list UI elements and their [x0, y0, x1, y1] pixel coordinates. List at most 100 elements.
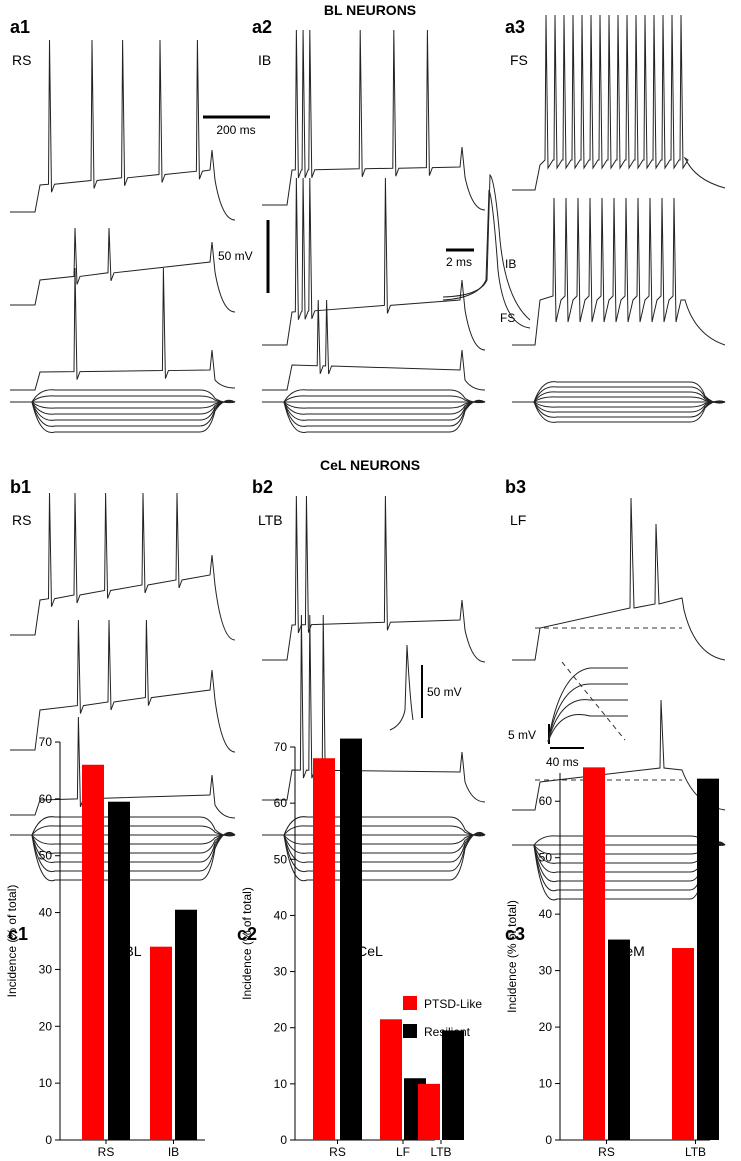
- panel-label-a3: a3: [505, 17, 525, 37]
- voltage-trace: [547, 699, 628, 743]
- x-tick-label: RS: [98, 1145, 115, 1159]
- inset-label-ib: IB: [505, 257, 516, 271]
- cell-type-b1: RS: [12, 512, 31, 528]
- bar-ptsd: [418, 1083, 440, 1140]
- voltage-trace: [547, 683, 628, 743]
- y-tick-label: 50: [539, 851, 553, 865]
- bar-ptsd: [82, 764, 104, 1140]
- y-tick-label: 70: [274, 740, 288, 754]
- voltage-trace: [512, 197, 726, 346]
- voltage-trace: [389, 644, 414, 731]
- voltage-trace: [10, 400, 236, 421]
- x-tick-label: RS: [329, 1145, 346, 1159]
- y-tick-label: 60: [39, 792, 53, 806]
- y-tick-label: 40: [274, 908, 288, 922]
- bar-ptsd: [150, 946, 172, 1140]
- bar-resilient: [108, 801, 130, 1140]
- legend-label-resilient: Resilient: [424, 1025, 471, 1039]
- panel-label-b2: b2: [252, 477, 273, 497]
- y-tick-label: 70: [39, 735, 53, 749]
- y-tick-label: 20: [39, 1019, 53, 1033]
- y-tick-label: 0: [280, 1133, 287, 1147]
- bar-resilient: [697, 778, 719, 1140]
- inset-scalebar-time-cel-label: 40 ms: [546, 755, 579, 769]
- voltage-trace: [10, 227, 236, 313]
- scalebar-voltage-label: 50 mV: [218, 249, 253, 263]
- scalebar-voltage-cel-label: 50 mV: [427, 685, 462, 699]
- panel-label-b3: b3: [505, 477, 526, 497]
- cell-type-a2: IB: [258, 52, 271, 68]
- y-tick-label: 0: [545, 1133, 552, 1147]
- voltage-trace: [10, 619, 236, 753]
- section-title-cel: CeL NEURONS: [320, 457, 420, 473]
- y-tick-label: 40: [39, 906, 53, 920]
- inset-label-fs: FS: [500, 311, 515, 325]
- inset-scalebar-voltage-label: 5 mV: [508, 728, 536, 742]
- y-tick-label: 40: [539, 907, 553, 921]
- y-tick-label: 50: [274, 852, 288, 866]
- voltage-trace: [262, 399, 486, 434]
- voltage-trace: [262, 401, 486, 409]
- y-axis-label: Incidence (% of total): [5, 885, 19, 998]
- bar-ptsd: [380, 1019, 402, 1140]
- cell-type-a3: FS: [510, 52, 528, 68]
- voltage-trace: [512, 401, 726, 408]
- voltage-trace: [10, 399, 236, 434]
- y-tick-label: 20: [274, 1021, 288, 1035]
- voltage-trace: [547, 714, 628, 743]
- voltage-trace: [512, 396, 726, 403]
- y-tick-label: 10: [274, 1077, 288, 1091]
- y-tick-label: 10: [39, 1076, 53, 1090]
- panel-label-a1: a1: [10, 17, 30, 37]
- voltage-trace: [262, 395, 486, 403]
- x-tick-label: LTB: [685, 1145, 706, 1159]
- bar-resilient: [442, 1030, 464, 1140]
- y-tick-label: 0: [45, 1133, 52, 1147]
- voltage-trace: [512, 400, 726, 423]
- panel-label-c1: c1: [8, 924, 28, 944]
- chart-title: CeL: [357, 943, 383, 959]
- voltage-trace: [10, 39, 236, 221]
- legend-swatch-resilient: [403, 1024, 417, 1038]
- y-tick-label: 10: [539, 1077, 553, 1091]
- voltage-trace: [262, 177, 486, 351]
- cell-type-b3: LF: [510, 512, 526, 528]
- panel-label-b1: b1: [10, 477, 31, 497]
- x-tick-label: LF: [396, 1145, 410, 1159]
- bar-resilient: [608, 939, 630, 1140]
- y-tick-label: 30: [274, 965, 288, 979]
- y-tick-label: 20: [539, 1020, 553, 1034]
- voltage-trace: [547, 667, 628, 743]
- voltage-trace: [512, 835, 726, 847]
- bar-ptsd: [672, 948, 694, 1140]
- electrophysiology-traces: [10, 14, 726, 901]
- inset-scalebar-time-label: 2 ms: [446, 255, 472, 269]
- cell-type-b2: LTB: [258, 512, 283, 528]
- voltage-trace: [262, 831, 486, 882]
- bar-resilient: [340, 738, 362, 1140]
- voltage-trace: [512, 841, 726, 892]
- section-title-bl: BL NEURONS: [324, 2, 416, 18]
- voltage-trace: [10, 716, 236, 819]
- panel-label-a2: a2: [252, 17, 272, 37]
- chart-title: CeM: [615, 943, 645, 959]
- voltage-trace: [10, 267, 236, 391]
- voltage-trace: [262, 400, 486, 421]
- x-tick-label: RS: [598, 1145, 615, 1159]
- y-axis-label: Incidence (% of total): [240, 887, 254, 1000]
- scalebar-time-label: 200 ms: [216, 123, 255, 137]
- voltage-trace: [10, 831, 236, 882]
- legend-swatch-ptsd: [403, 996, 417, 1010]
- voltage-trace: [262, 299, 486, 391]
- legend-label-ptsd: PTSD-Like: [424, 997, 482, 1011]
- panel-label-c3: c3: [505, 924, 525, 944]
- voltage-trace: [10, 492, 236, 641]
- bar-ptsd: [583, 767, 605, 1140]
- voltage-trace: [512, 400, 726, 418]
- voltage-trace: [442, 189, 531, 329]
- inset-diagonal-line: [561, 661, 626, 741]
